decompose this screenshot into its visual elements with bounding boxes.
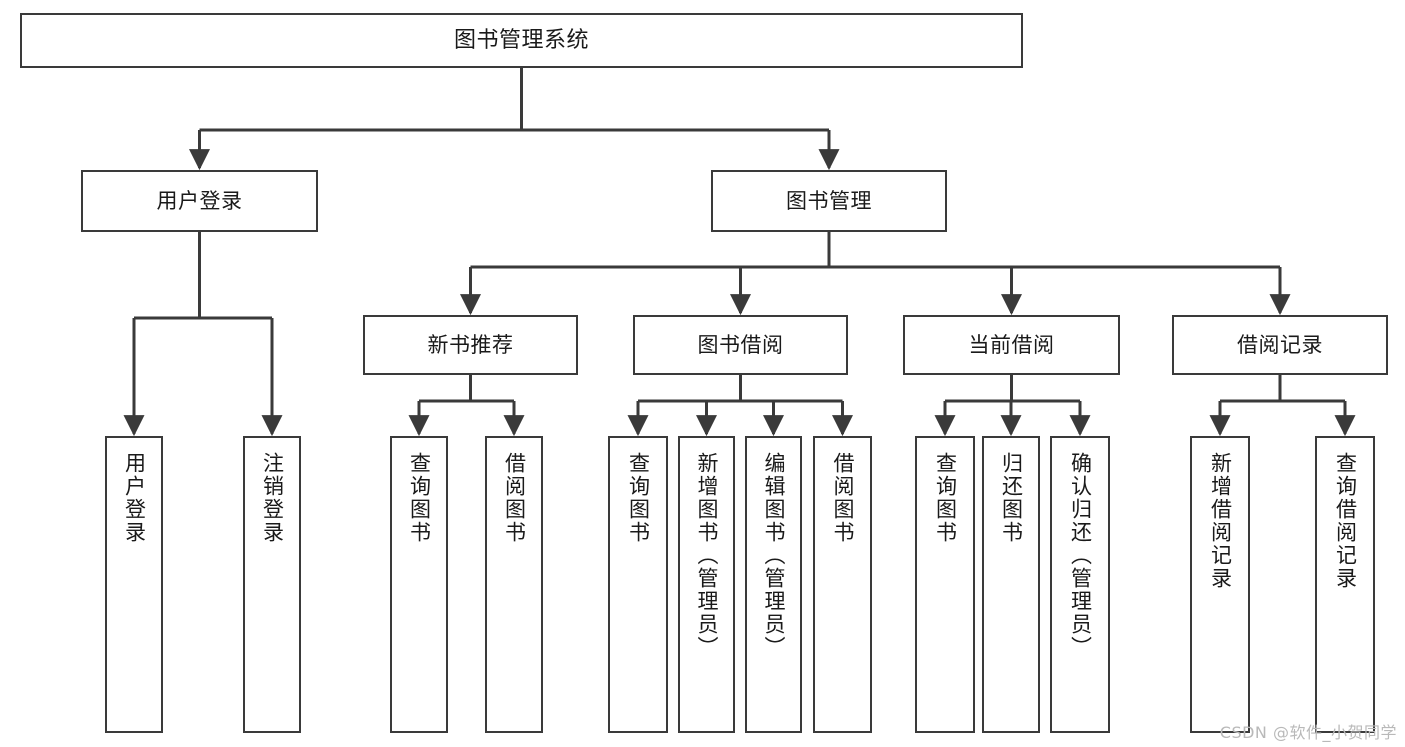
node-leaf-query-book-rec-label: 查询图书 — [407, 452, 432, 544]
node-leaf-logout-label: 注销登录 — [260, 452, 285, 544]
node-leaf-borrow-book[interactable]: 借阅图书 — [813, 436, 872, 733]
node-leaf-query-book-borrow-label: 查询图书 — [626, 452, 651, 544]
node-leaf-logout[interactable]: 注销登录 — [243, 436, 301, 733]
node-root[interactable]: 图书管理系统 — [20, 13, 1023, 68]
node-borrow-record[interactable]: 借阅记录 — [1172, 315, 1388, 375]
node-leaf-return-book-label: 归还图书 — [999, 452, 1024, 544]
node-user-login-label: 用户登录 — [156, 188, 243, 213]
node-leaf-user-login-label: 用户登录 — [122, 452, 147, 544]
node-leaf-user-login[interactable]: 用户登录 — [105, 436, 163, 733]
node-leaf-query-book-borrow[interactable]: 查询图书 — [608, 436, 668, 733]
node-leaf-borrow-book-rec[interactable]: 借阅图书 — [485, 436, 543, 733]
node-leaf-query-record-label: 查询借阅记录 — [1333, 452, 1358, 590]
node-leaf-query-record[interactable]: 查询借阅记录 — [1315, 436, 1375, 733]
node-leaf-borrow-book-label: 借阅图书 — [831, 452, 855, 544]
node-leaf-query-book-rec[interactable]: 查询图书 — [390, 436, 448, 733]
node-leaf-borrow-book-rec-label: 借阅图书 — [502, 452, 527, 544]
node-leaf-add-record-label: 新增借阅记录 — [1208, 452, 1233, 590]
node-leaf-add-book[interactable]: 新增图书（管理员） — [678, 436, 735, 733]
node-leaf-add-record[interactable]: 新增借阅记录 — [1190, 436, 1250, 733]
node-root-label: 图书管理系统 — [453, 27, 589, 53]
node-leaf-add-book-label: 新增图书（管理员） — [695, 452, 719, 659]
node-current-borrow[interactable]: 当前借阅 — [903, 315, 1120, 375]
node-book-manage-label: 图书管理 — [786, 188, 872, 213]
node-book-manage[interactable]: 图书管理 — [711, 170, 947, 232]
node-new-book-recommend-label: 新书推荐 — [427, 332, 514, 357]
node-leaf-confirm-return[interactable]: 确认归还（管理员） — [1050, 436, 1110, 733]
node-book-borrow-label: 图书借阅 — [697, 332, 784, 357]
node-user-login[interactable]: 用户登录 — [81, 170, 318, 232]
node-book-borrow[interactable]: 图书借阅 — [633, 315, 848, 375]
node-leaf-edit-book-label: 编辑图书（管理员） — [762, 452, 786, 659]
node-leaf-query-book-current-label: 查询图书 — [933, 452, 958, 544]
node-new-book-recommend[interactable]: 新书推荐 — [363, 315, 578, 375]
node-leaf-edit-book[interactable]: 编辑图书（管理员） — [745, 436, 802, 733]
node-leaf-return-book[interactable]: 归还图书 — [982, 436, 1040, 733]
node-current-borrow-label: 当前借阅 — [968, 332, 1055, 357]
node-borrow-record-label: 借阅记录 — [1237, 332, 1323, 357]
node-leaf-query-book-current[interactable]: 查询图书 — [915, 436, 975, 733]
node-leaf-confirm-return-label: 确认归还（管理员） — [1068, 452, 1093, 659]
